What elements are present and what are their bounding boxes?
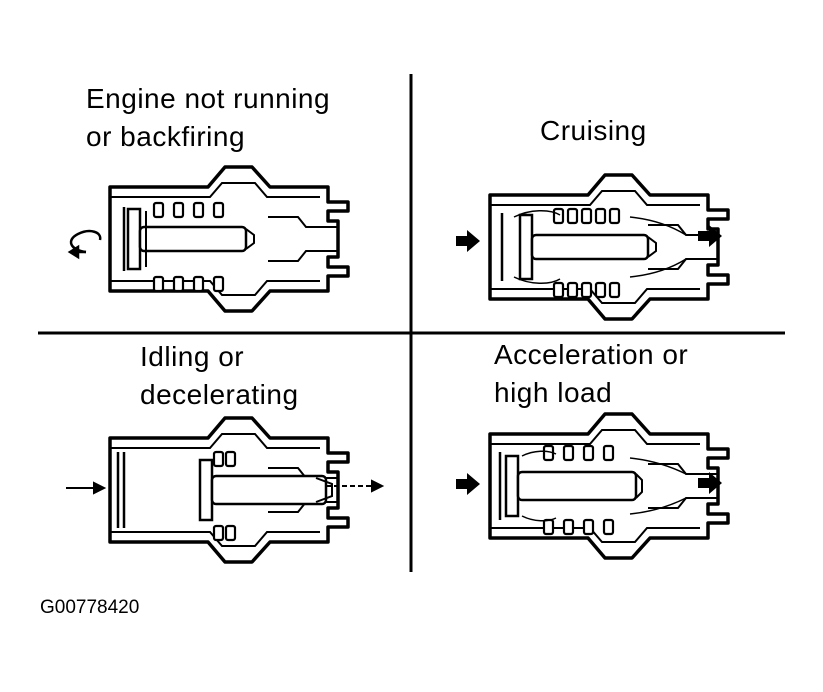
curved-backflow-arrow-icon [67, 229, 102, 260]
label-cruising-line1: Cruising [540, 115, 647, 146]
label-engine-not-running-line2: or backfiring [86, 121, 246, 152]
label-idling: Idling or decelerating [140, 338, 299, 414]
label-engine-not-running: Engine not running or backfiring [86, 80, 330, 156]
valve-engine-not-running [108, 165, 350, 313]
inflow-arrow-icon-2 [456, 473, 480, 495]
label-acceleration: Acceleration or high load [494, 336, 688, 412]
label-idling-line2: decelerating [140, 379, 299, 410]
label-engine-not-running-line1: Engine not running [86, 83, 331, 114]
label-cruising: Cruising [540, 112, 647, 150]
valve-cruising [488, 173, 730, 321]
figure-code: G00778420 [40, 597, 140, 618]
valve-idling [108, 416, 350, 564]
small-outflow-arrow-icon [326, 479, 385, 493]
valve-acceleration [488, 412, 730, 560]
label-acceleration-line1: Acceleration or [494, 339, 689, 370]
small-inflow-arrow-icon [66, 481, 107, 495]
inflow-arrow-icon [456, 230, 480, 252]
label-acceleration-line2: high load [494, 377, 613, 408]
label-idling-line1: Idling or [140, 341, 245, 372]
